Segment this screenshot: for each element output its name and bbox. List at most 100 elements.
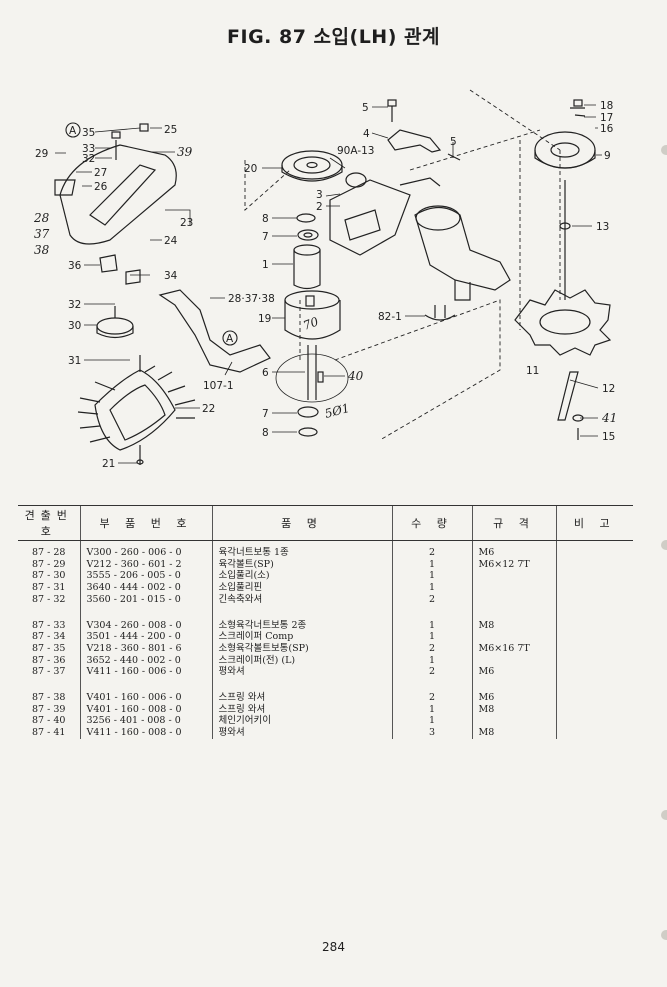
cell-part: V304 - 260 - 008 - 0 <box>79 619 212 632</box>
cell-qty: 1 <box>391 631 472 643</box>
cell-note <box>555 593 633 606</box>
cell-part: 3560 - 201 - 015 - 0 <box>79 593 212 606</box>
callout: 6 <box>262 367 269 379</box>
callout: 28·37·38 <box>228 293 275 305</box>
cell-no: 87 - 34 <box>32 631 66 643</box>
cell-part: 3555 - 206 - 005 - 0 <box>79 570 212 583</box>
cell-no: 87 - 40 <box>32 715 66 727</box>
callout: 26 <box>94 181 108 193</box>
cell-spec <box>471 593 556 606</box>
cell-note <box>555 692 633 704</box>
callout: 35 <box>82 127 95 139</box>
cell-part: 3256 - 401 - 008 - 0 <box>79 715 212 728</box>
page-number: 284 <box>322 940 345 954</box>
col-header-index-no: 견출번호 <box>18 505 80 541</box>
callout: 34 <box>164 270 178 282</box>
cell-part: V218 - 360 - 801 - 6 <box>79 642 212 655</box>
group-spacer <box>18 678 633 693</box>
callout: 7 <box>262 408 269 420</box>
callout: 12 <box>602 383 615 395</box>
cell-name: 평와셔 <box>211 666 392 679</box>
handwritten-note: 70 <box>301 314 320 333</box>
col-header-quantity: 수 량 <box>391 505 472 541</box>
cell-spec: M6 <box>471 692 556 704</box>
cell-qty: 1 <box>391 570 472 583</box>
cell-spec <box>471 582 556 594</box>
cell-no: 87 - 36 <box>32 654 66 666</box>
cell-spec <box>471 631 556 643</box>
cell-note <box>555 631 633 643</box>
cell-spec: M8 <box>471 703 556 716</box>
callout: 107-1 <box>203 380 234 392</box>
callout: 30 <box>68 320 81 332</box>
cell-no: 87 - 33 <box>32 619 66 631</box>
cell-no: 87 - 29 <box>32 558 66 570</box>
spacer-cell <box>555 605 633 620</box>
callout: 8 <box>262 213 269 225</box>
cell-note <box>555 703 633 716</box>
cell-part: 3501 - 444 - 200 - 0 <box>79 631 212 643</box>
callout: 8 <box>262 427 269 439</box>
cell-spec <box>471 570 556 583</box>
cell-note <box>555 540 633 559</box>
col-header-part-number: 부 품 번 호 <box>79 505 212 541</box>
callout-handwritten: 40 <box>347 369 364 383</box>
callout: 36 <box>68 260 82 272</box>
cell-part: V411 - 160 - 008 - 0 <box>79 727 212 739</box>
cell-note <box>555 654 633 667</box>
callout: 1 <box>262 259 269 271</box>
cell-qty: 1 <box>391 558 472 571</box>
callout: 17 <box>600 112 613 124</box>
spacer-cell <box>211 678 392 693</box>
callout: 13 <box>596 221 609 233</box>
binder-hole <box>661 145 667 155</box>
callout: 2 <box>316 201 323 213</box>
callout: 11 <box>526 365 539 377</box>
cell-spec <box>471 715 556 728</box>
cell-part: V401 - 160 - 008 - 0 <box>79 703 212 716</box>
callout: 21 <box>102 458 115 470</box>
col-header-remarks: 비 고 <box>555 505 633 541</box>
cell-no: 87 - 31 <box>32 582 66 594</box>
spacer-cell <box>555 678 633 693</box>
cell-qty: 2 <box>391 642 472 655</box>
cell-part: 3652 - 440 - 002 - 0 <box>79 654 212 667</box>
callout: 33 <box>82 143 95 155</box>
spacer-cell <box>471 605 556 620</box>
cell-name: 스프링 와셔 <box>211 692 392 704</box>
callout: 20 <box>244 163 257 175</box>
cell-spec: M6 <box>471 666 556 679</box>
cell-name: 소형육각너트보통 2종 <box>211 619 392 632</box>
spacer-cell <box>18 678 80 692</box>
cell-note <box>555 558 633 571</box>
callout: 22 <box>202 403 215 415</box>
handwritten-note: 5Ø1 <box>323 401 351 421</box>
callout-handwritten: 38 <box>34 243 50 257</box>
table-header-row: 견출번호 부 품 번 호 품 명 수 량 규 격 비 고 <box>18 505 633 541</box>
cell-note <box>555 582 633 594</box>
col-header-part-name: 품 명 <box>211 505 392 541</box>
callout: 5 <box>362 102 369 114</box>
exploded-parts-diagram: A A 5 4 5 90A-13 3 2 20 8 7 1 19 6 40 7 … <box>33 89 617 470</box>
spacer-cell <box>18 606 80 620</box>
cell-name: 육각볼트(SP) <box>211 558 392 571</box>
callout-handwritten: 37 <box>34 227 50 241</box>
cell-part: V401 - 160 - 006 - 0 <box>79 692 212 704</box>
cell-name: 긴속축와셔 <box>211 593 392 606</box>
cell-note <box>555 666 633 679</box>
cell-name: 체인기어키이 <box>211 715 392 728</box>
cell-no: 87 - 38 <box>32 692 66 704</box>
group-spacer <box>18 605 633 620</box>
callout: 4 <box>363 128 370 140</box>
